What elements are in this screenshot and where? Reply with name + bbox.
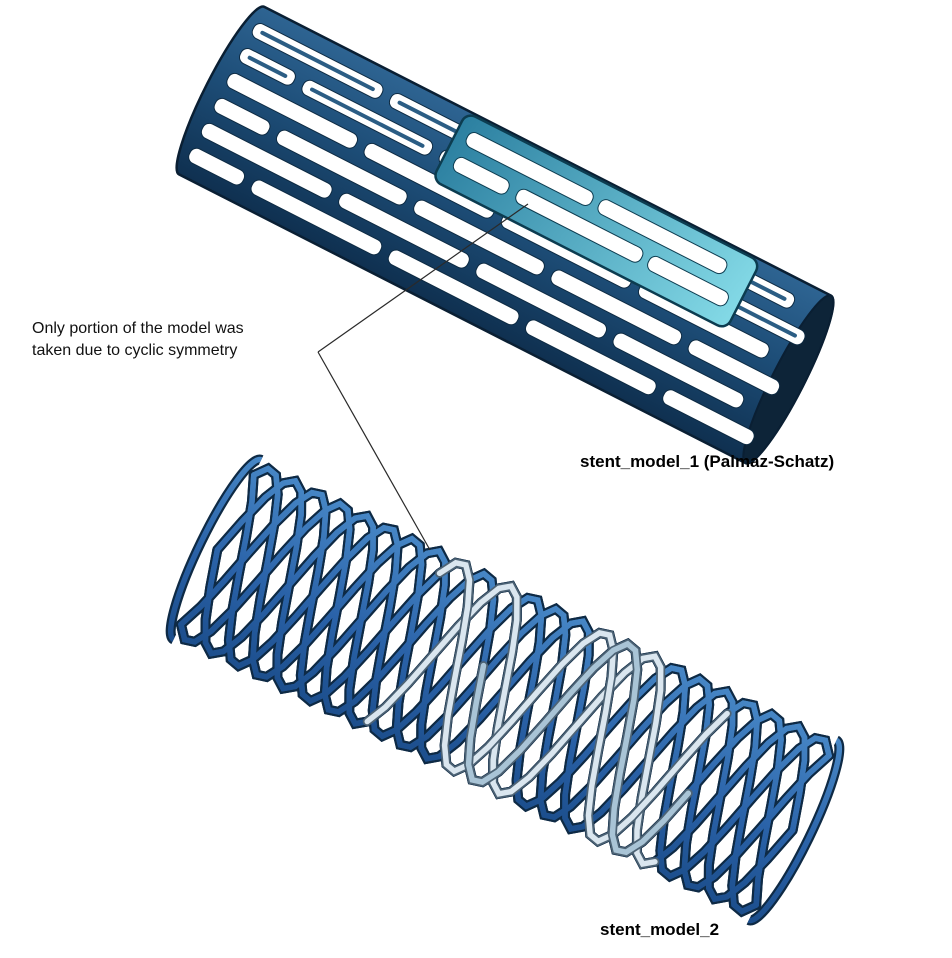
mesh-end-ring <box>747 737 843 924</box>
mesh-highlight-strut <box>364 583 664 868</box>
slot <box>662 389 755 446</box>
slot-farside-strut <box>247 55 288 78</box>
slot <box>524 319 657 396</box>
highlight-slot <box>452 156 510 195</box>
stent-model-1-render <box>175 5 835 465</box>
stent-model-2-render <box>165 454 845 926</box>
slot-farside-strut <box>310 87 425 148</box>
slot <box>188 147 246 186</box>
annotation-leader-lines <box>317 203 529 551</box>
mesh-highlight-strut <box>436 559 730 845</box>
tube-end-opening <box>742 294 835 465</box>
mesh-highlight-strut <box>465 640 692 856</box>
slot <box>200 122 333 199</box>
highlight-slot <box>647 255 729 307</box>
highlight-slot <box>597 199 728 275</box>
slot <box>612 332 745 409</box>
highlight-slot <box>515 188 644 263</box>
slot <box>550 269 683 346</box>
slot <box>226 72 359 149</box>
slot <box>413 199 545 276</box>
slot-farside-strut <box>721 297 797 338</box>
annotation-text: Only portion of the model was taken due … <box>32 320 244 360</box>
slot <box>475 262 608 339</box>
leader-line-1 <box>317 203 529 353</box>
slot <box>363 142 496 219</box>
slot <box>275 129 408 206</box>
slot-farside-strut <box>260 30 375 92</box>
slot <box>387 249 520 326</box>
highlight-slot <box>465 132 594 206</box>
slot <box>687 339 781 396</box>
stent-model-1-label: stent_model_1 (Palmaz-Schatz) <box>580 452 835 471</box>
mesh-end-ring <box>167 456 263 643</box>
leader-line-2 <box>317 351 431 551</box>
stent-model-2-label: stent_model_2 <box>600 920 720 939</box>
slot <box>250 179 383 256</box>
slot <box>213 97 271 136</box>
slot <box>338 192 470 269</box>
mesh-strut <box>250 465 832 891</box>
